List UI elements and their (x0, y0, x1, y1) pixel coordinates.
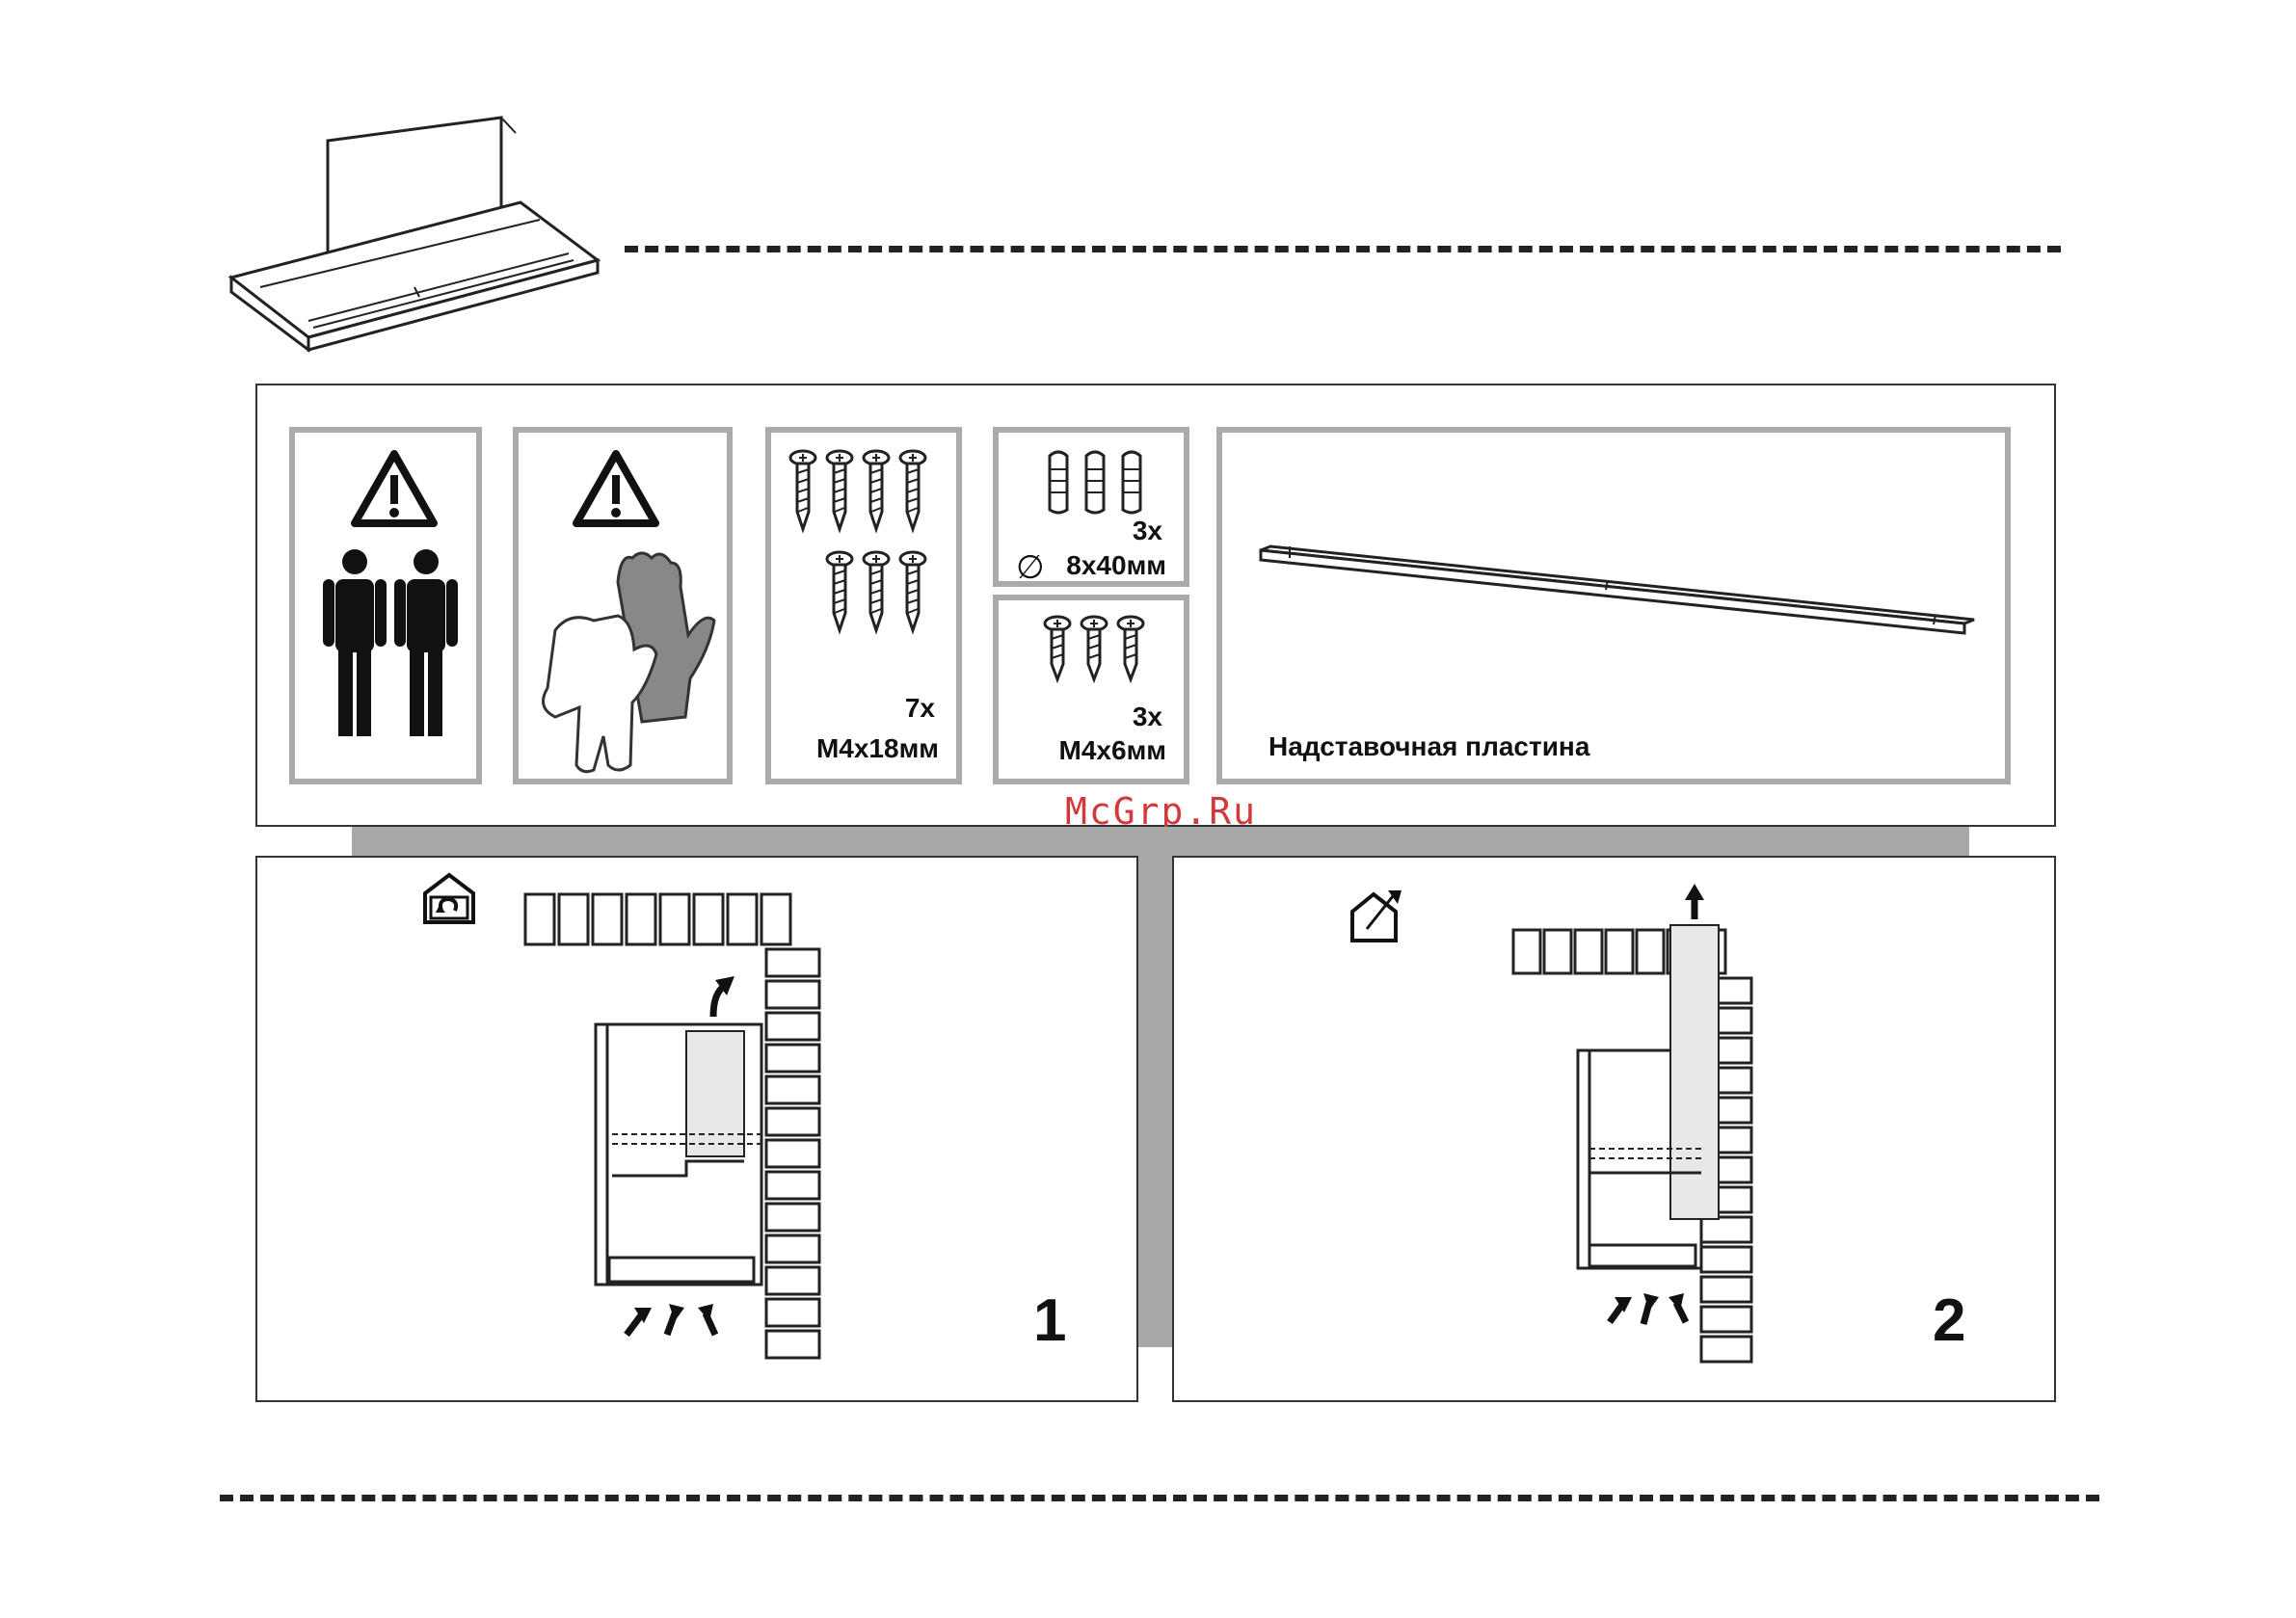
gloves-icon (526, 544, 719, 775)
two-persons-card (289, 427, 482, 784)
mode-2-number: 2 (1933, 1286, 1965, 1355)
screws-short-qty: 3x (1133, 702, 1162, 732)
extension-plate-label: Надставочная пластина (1268, 731, 1589, 762)
two-persons-icon (320, 548, 465, 741)
screws-short-card: 3x M4x6мм (993, 595, 1189, 784)
warning-icon (351, 450, 438, 527)
mode-1-diagram (521, 891, 839, 1383)
connector-band-middle (1135, 856, 1172, 1347)
recirculation-icon (422, 872, 476, 926)
dowels-qty: 3x (1133, 516, 1162, 546)
screw-icon (790, 452, 954, 654)
dowel-icon (1047, 450, 1153, 517)
screws-long-qty: 7x (905, 693, 935, 724)
dowels-card: 3x ∅ 8x40мм (993, 427, 1189, 587)
extraction-icon (1349, 887, 1407, 944)
extension-plate-card: Надставочная пластина (1216, 427, 2011, 784)
connector-band (352, 827, 1969, 856)
screw-icon (1045, 618, 1161, 704)
gloves-card (513, 427, 733, 784)
diameter-symbol: ∅ (1016, 548, 1045, 587)
screws-long-size: M4x18мм (816, 733, 939, 764)
cooker-hood-illustration (222, 114, 607, 364)
dowels-size: 8x40мм (1066, 550, 1166, 581)
extension-plate-illustration (1261, 529, 1974, 635)
section-separator-top (625, 246, 2061, 252)
screws-short-size: M4x6мм (1059, 735, 1166, 766)
mode-1-number: 1 (1033, 1286, 1066, 1355)
screws-long-card: 7x M4x18мм (765, 427, 962, 784)
section-separator-bottom (220, 1495, 2099, 1501)
warning-icon (573, 450, 659, 527)
mode-2-diagram (1508, 879, 1798, 1380)
